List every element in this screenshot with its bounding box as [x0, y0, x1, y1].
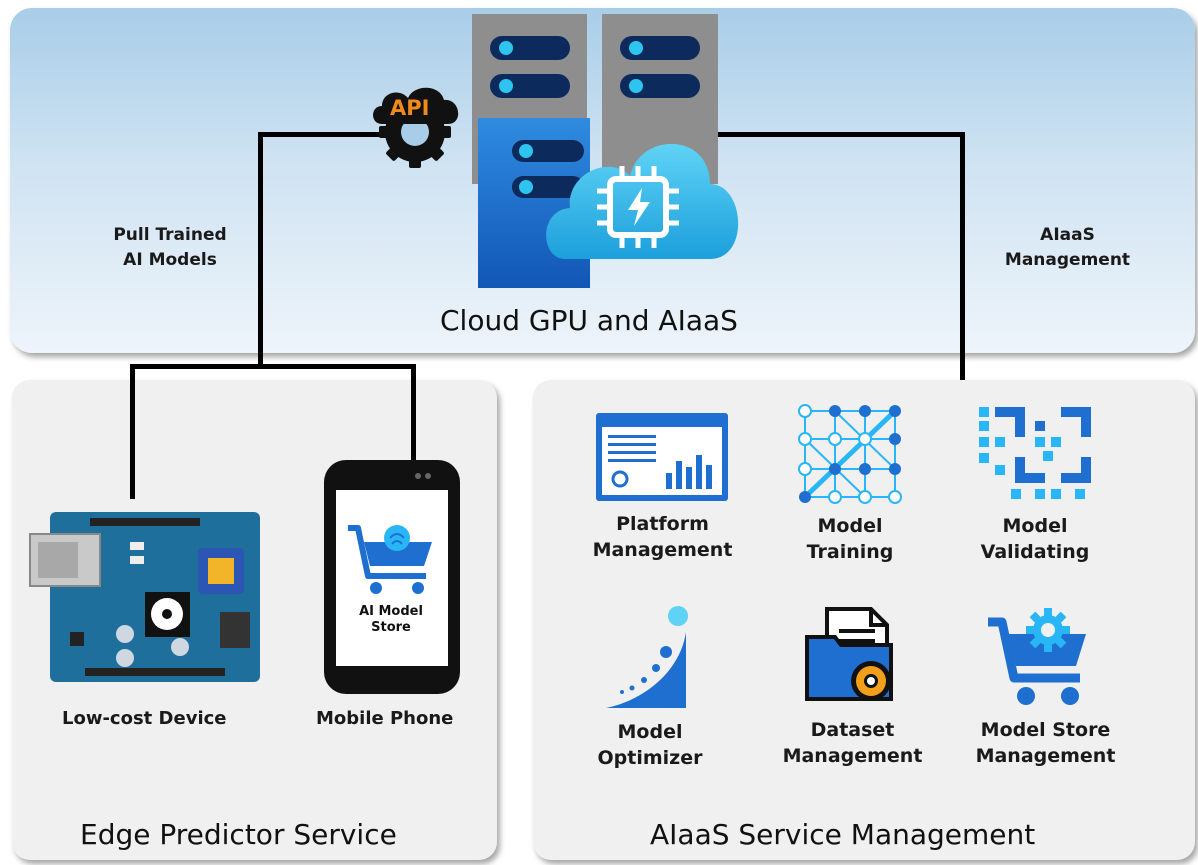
pull-models-line1: Pull Trained: [113, 225, 227, 245]
platform-management-label: Platform Management: [590, 512, 735, 563]
server-rack-icon: [472, 14, 739, 288]
device-label: Low-cost Device: [62, 708, 227, 729]
model-training-line2: Training: [806, 540, 894, 563]
pull-models-label: Pull Trained AI Models: [100, 223, 240, 272]
phone-label: Mobile Phone: [316, 708, 454, 729]
connector-edge-device: [130, 364, 135, 499]
model-store-management-label: Model Store Management: [968, 718, 1123, 769]
network-icon: [798, 404, 902, 504]
dataset-management-label: Dataset Management: [780, 718, 925, 769]
optimizer-icon: [606, 606, 688, 708]
cart-gear-icon: [988, 608, 1086, 705]
model-validating-line1: Model: [1002, 515, 1068, 537]
model-optimizer-line2: Optimizer: [597, 746, 703, 769]
model-optimizer-line1: Model: [617, 721, 683, 743]
model-validating-label: Model Validating: [970, 514, 1100, 565]
mobile-phone-icon: [324, 460, 460, 694]
pull-models-line2: AI Models: [123, 249, 217, 270]
dashboard-icon: [596, 413, 728, 501]
api-gear-icon: [373, 87, 459, 168]
platform-management-line1: Platform: [616, 513, 709, 535]
model-optimizer-label: Model Optimizer: [590, 720, 710, 771]
model-store-management-line1: Model Store: [980, 719, 1111, 741]
validation-icon: [979, 407, 1091, 499]
model-training-line1: Model: [817, 515, 883, 537]
connector-left-top: [258, 132, 383, 137]
model-store-management-line2: Management: [975, 744, 1116, 767]
aiaas-management-line1: AIaaS: [1040, 225, 1095, 245]
connector-right-vertical: [960, 132, 965, 380]
aiaas-management-label: AIaaS Management: [995, 223, 1140, 272]
aiaas-management-line2: Management: [1004, 249, 1131, 270]
circuit-board-icon: [29, 512, 260, 682]
phone-screen-line1: AI Model: [359, 604, 423, 619]
dataset-management-line1: Dataset: [810, 719, 895, 741]
connector-edge-phone: [411, 364, 416, 464]
platform-management-line2: Management: [592, 538, 733, 561]
model-training-label: Model Training: [785, 514, 915, 565]
folder-gear-icon: [805, 607, 893, 701]
dataset-management-line2: Management: [782, 744, 923, 767]
model-validating-line2: Validating: [980, 540, 1090, 563]
connector-left-vertical: [258, 132, 263, 369]
phone-screen-line2: Store: [371, 620, 411, 636]
connector-edge-horizontal: [130, 364, 416, 369]
cloud-panel-title: Cloud GPU and AIaaS: [440, 304, 738, 337]
edge-panel-title: Edge Predictor Service: [80, 818, 397, 851]
phone-screen-label: AI Model Store: [346, 604, 436, 637]
api-label: API: [390, 96, 430, 120]
aiaas-panel-title: AIaaS Service Management: [650, 818, 1036, 851]
connector-right-top: [712, 132, 965, 137]
